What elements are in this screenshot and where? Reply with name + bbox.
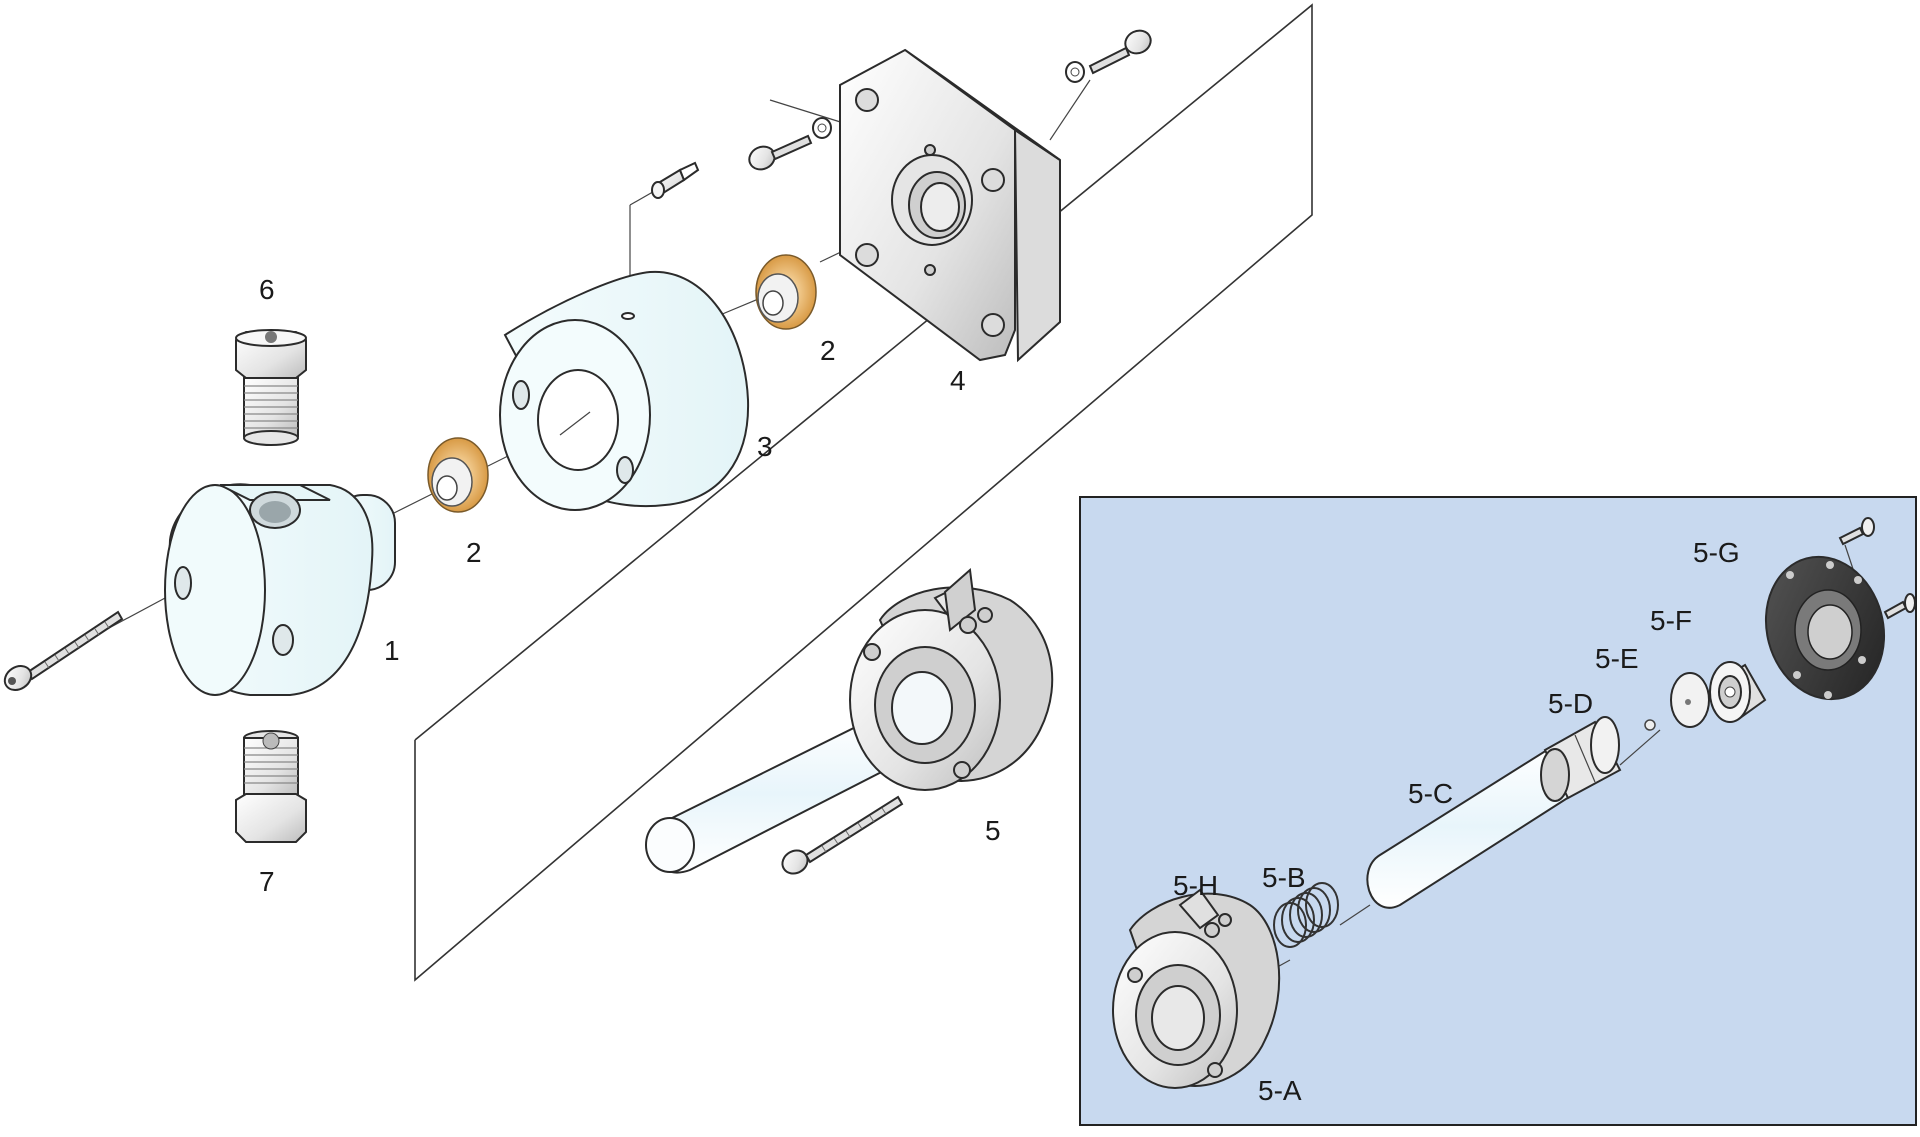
seal-part-2-right	[755, 254, 817, 330]
inset-flange-5-G	[1764, 555, 1886, 701]
seal-part-2-left	[427, 437, 489, 513]
inset-panel-part-5-breakdown: 5-A 5-B 5-C 5-D 5-E 5-F 5-G 5-H	[1079, 496, 1917, 1126]
inset-screw-top	[1838, 517, 1875, 546]
label-part-1: 1	[384, 635, 400, 666]
body-part-1	[164, 483, 396, 696]
fitting-part-7	[235, 730, 307, 843]
inset-washer-5-E	[1670, 672, 1710, 728]
flange-plate-part-4	[839, 48, 1061, 363]
inset-rod-5-C	[1366, 743, 1582, 909]
inset-screw-right	[1883, 593, 1916, 620]
inset-label-5-E: 5-E	[1595, 643, 1639, 674]
inset-label-5-H: 5-H	[1173, 870, 1218, 901]
fitting-part-6	[235, 329, 307, 446]
inset-seal-5-F	[1709, 661, 1767, 723]
label-part-3: 3	[757, 431, 773, 462]
label-part-7: 7	[259, 866, 275, 897]
label-part-4: 4	[950, 365, 966, 396]
screw-part-4-right	[1065, 29, 1152, 83]
inset-label-5-G: 5-G	[1693, 537, 1740, 568]
pin-part-3	[651, 161, 700, 199]
screw-part-1	[3, 610, 124, 691]
label-part-2-left: 2	[466, 537, 482, 568]
screw-part-5	[781, 795, 904, 875]
housing-part-5	[645, 568, 1054, 874]
inset-label-5-C: 5-C	[1408, 778, 1453, 809]
inset-spring-5-B	[1273, 882, 1339, 948]
inset-label-5-A: 5-A	[1258, 1075, 1302, 1106]
label-part-2-right: 2	[820, 335, 836, 366]
screw-part-4-left	[748, 117, 832, 171]
inset-ball	[1644, 719, 1656, 731]
label-part-5: 5	[985, 815, 1001, 846]
inset-label-5-D: 5-D	[1548, 688, 1593, 719]
inset-housing-5-A	[1112, 888, 1281, 1089]
label-part-6: 6	[259, 274, 275, 305]
cylinder-part-3	[499, 270, 750, 511]
inset-label-5-B: 5-B	[1262, 862, 1306, 893]
inset-label-5-F: 5-F	[1650, 605, 1692, 636]
inset-sleeve-5-D	[1540, 716, 1622, 802]
